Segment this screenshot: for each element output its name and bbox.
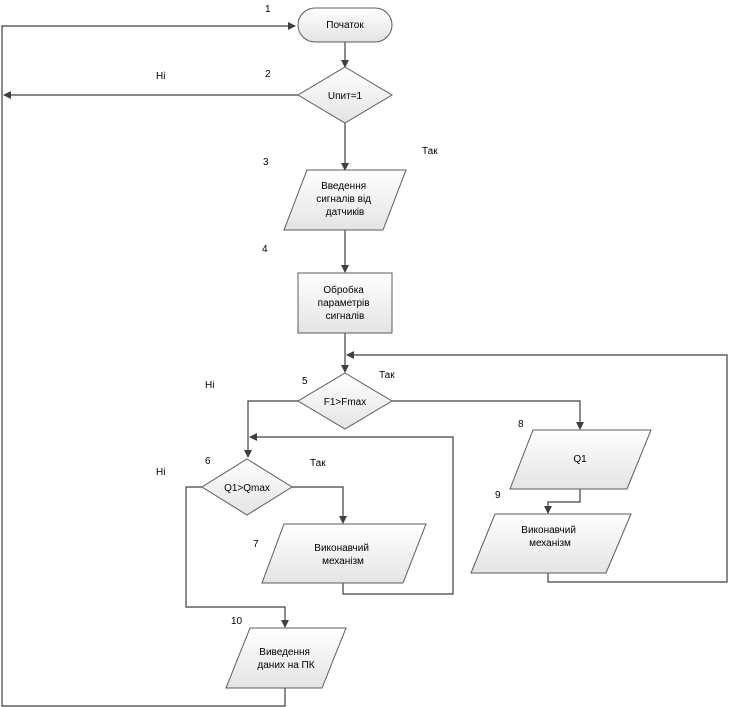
block-actuator-right: Виконавчий механізм bbox=[470, 513, 632, 574]
block-process-params-text: Обробка параметрів сигналів bbox=[318, 284, 373, 322]
block-check-power-text: Uпит=1 bbox=[328, 91, 363, 102]
connector-9-loop bbox=[346, 351, 728, 583]
block-actuator-left-text: Виконавчий механізм bbox=[314, 543, 371, 567]
block-number-3: 3 bbox=[263, 157, 269, 168]
block-check-f1: F1>Fmax bbox=[297, 372, 393, 430]
block-start: Початок bbox=[297, 7, 393, 43]
label-yes-5: Так bbox=[379, 370, 395, 381]
block-number-2: 2 bbox=[265, 69, 271, 80]
connector-6-yes bbox=[292, 486, 347, 524]
block-number-8: 8 bbox=[518, 419, 524, 430]
block-number-10: 10 bbox=[231, 616, 243, 627]
block-q1-output: Q1 bbox=[509, 429, 652, 490]
connector-8-9 bbox=[544, 489, 581, 514]
block-output-pc: Виведення даних на ПК bbox=[225, 627, 347, 689]
connector-5-no bbox=[244, 400, 298, 458]
block-check-q1: Q1>Qmax bbox=[201, 458, 293, 516]
block-number-4: 4 bbox=[262, 244, 268, 255]
label-no-5: Ні bbox=[205, 380, 214, 391]
label-yes-2: Так bbox=[422, 146, 438, 157]
block-check-power: Uпит=1 bbox=[297, 66, 393, 124]
connector-7-loop bbox=[249, 433, 454, 595]
connector-6-no bbox=[185, 486, 289, 628]
block-start-text: Початок bbox=[326, 20, 364, 31]
block-actuator-right-text: Виконавчий механізм bbox=[521, 525, 578, 549]
block-number-9: 9 bbox=[495, 490, 501, 501]
label-no-6: Ні bbox=[156, 467, 165, 478]
connector-10-loop bbox=[1, 22, 296, 707]
block-check-q1-text: Q1>Qmax bbox=[224, 483, 270, 494]
connector-5-yes bbox=[392, 400, 584, 430]
label-yes-6: Так bbox=[310, 458, 326, 469]
connectors bbox=[1, 22, 728, 707]
block-output-pc-text: Виведення даних на ПК bbox=[257, 647, 314, 671]
block-input-signals-text: Введення сигналів від датчиків bbox=[316, 181, 374, 218]
block-q1-output-text: Q1 bbox=[573, 454, 587, 465]
block-number-1: 1 bbox=[265, 4, 271, 15]
block-input-signals: Введення сигналів від датчиків bbox=[283, 169, 407, 231]
block-number-6: 6 bbox=[205, 456, 211, 467]
label-no-2: Ні bbox=[156, 71, 165, 82]
block-check-f1-text: F1>Fmax bbox=[324, 397, 367, 408]
block-number-5: 5 bbox=[302, 376, 308, 387]
block-actuator-left: Виконавчий механізм bbox=[261, 523, 427, 584]
block-number-7: 7 bbox=[253, 539, 259, 550]
block-process-params: Обробка параметрів сигналів bbox=[297, 272, 393, 334]
